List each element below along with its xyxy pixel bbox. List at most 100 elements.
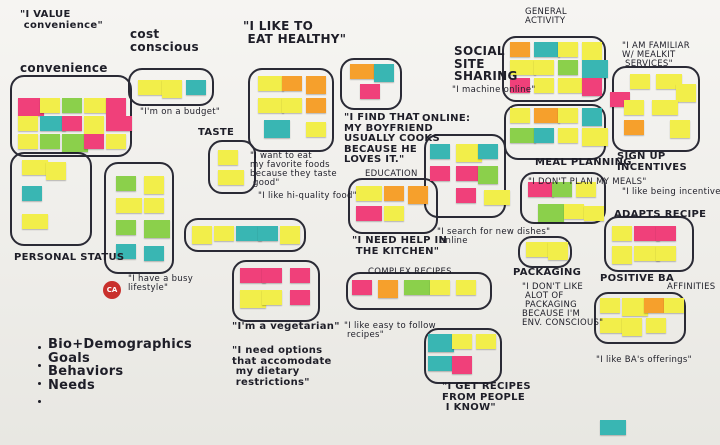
sticky-note [624, 100, 644, 115]
sticky-note [558, 108, 578, 123]
sticky-note [408, 186, 428, 204]
sticky-note [558, 78, 584, 93]
handwritten-label: cost conscious [130, 27, 199, 54]
sticky-note [456, 280, 476, 295]
sticky-note [290, 290, 310, 305]
sticky-note [534, 78, 554, 93]
sticky-note [186, 80, 206, 95]
sticky-note [404, 280, 430, 295]
sticky-note [670, 120, 690, 138]
sticky-note [430, 280, 450, 295]
sticky-note [558, 128, 578, 143]
sticky-note [564, 204, 584, 219]
sticky-note [526, 242, 552, 257]
sticky-note [258, 76, 284, 91]
sticky-note [18, 116, 38, 131]
handwritten-label: "I LIKE TO EAT HEALTHY" [243, 19, 347, 46]
sticky-note [510, 128, 536, 143]
sticky-note [510, 42, 530, 57]
sticky-note [584, 206, 604, 221]
sticky-note [144, 198, 164, 213]
sticky-note [162, 80, 182, 98]
handwritten-label: "I AM FAMILIAR W/ MEALKIT SERVICES" [622, 41, 690, 69]
handwritten-label: POSITIVE BA [600, 273, 675, 284]
sticky-note [384, 206, 404, 221]
sticky-note [582, 108, 602, 126]
sticky-note [22, 186, 42, 201]
sticky-note [18, 134, 38, 149]
sticky-note [18, 98, 44, 116]
handwritten-label: "I'm a vegetarian" [232, 321, 340, 332]
note-cluster [208, 140, 256, 194]
bullet-dot [38, 382, 41, 385]
handwritten-label: SIGN UP INCENTIVES [617, 151, 687, 173]
handwritten-label: COMPLEX RECIPES [368, 267, 452, 277]
sticky-note [676, 84, 696, 102]
sticky-note [430, 166, 450, 181]
sticky-note [62, 134, 88, 152]
note-cluster [612, 66, 700, 152]
note-cluster [424, 134, 506, 218]
sticky-note [612, 246, 632, 264]
sticky-note [558, 60, 578, 75]
sticky-note [138, 80, 164, 95]
sticky-note [356, 206, 382, 221]
sticky-note [622, 318, 642, 336]
note-cluster [184, 218, 306, 252]
sticky-note [116, 220, 136, 235]
sticky-note [258, 98, 284, 113]
handwritten-label: "I have a busy lifestyle" [128, 274, 194, 293]
sticky-note [600, 420, 626, 435]
handwritten-label: "I search for new dishes" online [437, 227, 551, 246]
sticky-note [144, 246, 164, 261]
note-cluster [424, 328, 502, 384]
sticky-note [478, 166, 498, 184]
handwritten-label: "I NEED HELP IN THE KITCHEN" [352, 235, 448, 257]
sticky-note [510, 78, 530, 93]
sticky-note [262, 290, 282, 305]
handwritten-label: SOCIAL SITE SHARING [454, 44, 518, 84]
bullet-dot [38, 364, 41, 367]
handwritten-label: PACKAGING [513, 267, 582, 278]
sticky-note [144, 220, 170, 238]
sticky-note [240, 268, 266, 283]
sticky-note [62, 116, 82, 131]
sticky-note [652, 100, 678, 115]
sticky-note [282, 76, 302, 91]
sticky-note [84, 134, 104, 149]
sticky-note [534, 42, 560, 57]
handwritten-label: GENERAL ACTIVITY [525, 7, 567, 26]
handwritten-label: "I DON'T PLAN MY MEALS" [528, 177, 647, 187]
ca-magnet-badge: CA [103, 281, 121, 299]
sticky-note [116, 198, 142, 213]
handwritten-label: convenience [20, 61, 108, 75]
sticky-note [350, 64, 376, 79]
sticky-note [476, 334, 496, 349]
note-cluster [520, 172, 606, 224]
sticky-note [306, 76, 326, 94]
sticky-note [116, 244, 136, 259]
handwritten-label: MEAL PLANNING [535, 157, 632, 168]
sticky-note [262, 268, 282, 283]
handwritten-label: Bio+Demographics Goals Behaviors Needs [48, 337, 193, 393]
sticky-note [510, 108, 530, 123]
handwritten-label: "I FIND THAT MY BOYFRIEND USUALLY COOKS … [344, 112, 440, 165]
handwritten-label: "I want to eat my favorite foods because… [250, 151, 337, 188]
handwritten-label: EDUCATION [365, 169, 418, 179]
sticky-note [612, 226, 632, 241]
handwritten-label: "I need options that accomodate my dieta… [232, 345, 332, 388]
sticky-note [290, 268, 310, 283]
note-cluster [128, 68, 214, 106]
sticky-note [384, 186, 404, 201]
sticky-note [374, 64, 394, 82]
sticky-note [452, 356, 472, 374]
sticky-note [456, 188, 476, 203]
sticky-note [84, 116, 104, 134]
sticky-note [644, 298, 664, 313]
sticky-note [218, 170, 244, 185]
sticky-note [600, 318, 626, 333]
sticky-note [22, 160, 48, 175]
bullet-dot [38, 400, 41, 403]
sticky-note [360, 84, 380, 99]
